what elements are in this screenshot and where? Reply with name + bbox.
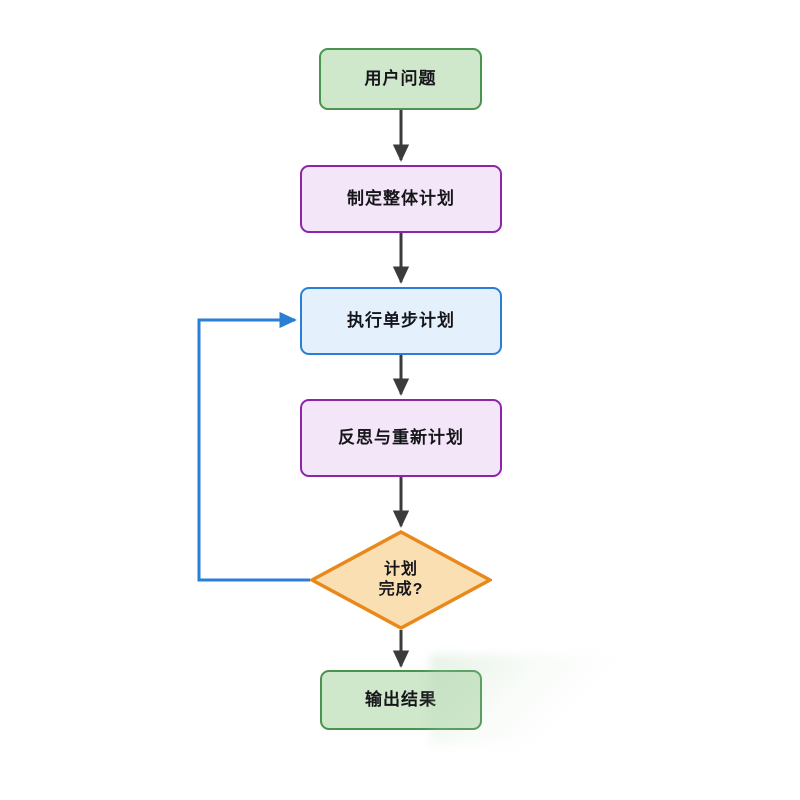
node-user-question[interactable]: 用户问题 [319,48,482,110]
node-make-overall-plan-label: 制定整体计划 [347,188,455,208]
node-output-result[interactable]: 输出结果 [320,670,482,730]
node-make-overall-plan[interactable]: 制定整体计划 [300,165,502,233]
node-execute-single-step[interactable]: 执行单步计划 [300,287,502,355]
node-user-question-label: 用户问题 [364,68,437,88]
node-plan-complete-decision[interactable]: 计划 完成? [310,530,492,630]
node-plan-complete-decision-label: 计划 完成? [378,561,424,598]
decision-diamond-shape [310,530,492,630]
node-output-result-label: 输出结果 [365,689,437,709]
node-reflect-and-replan[interactable]: 反思与重新计划 [300,399,502,477]
node-reflect-and-replan-label: 反思与重新计划 [338,427,464,447]
edge-decision-loop-back [197,311,310,582]
node-execute-single-step-label: 执行单步计划 [347,310,455,330]
